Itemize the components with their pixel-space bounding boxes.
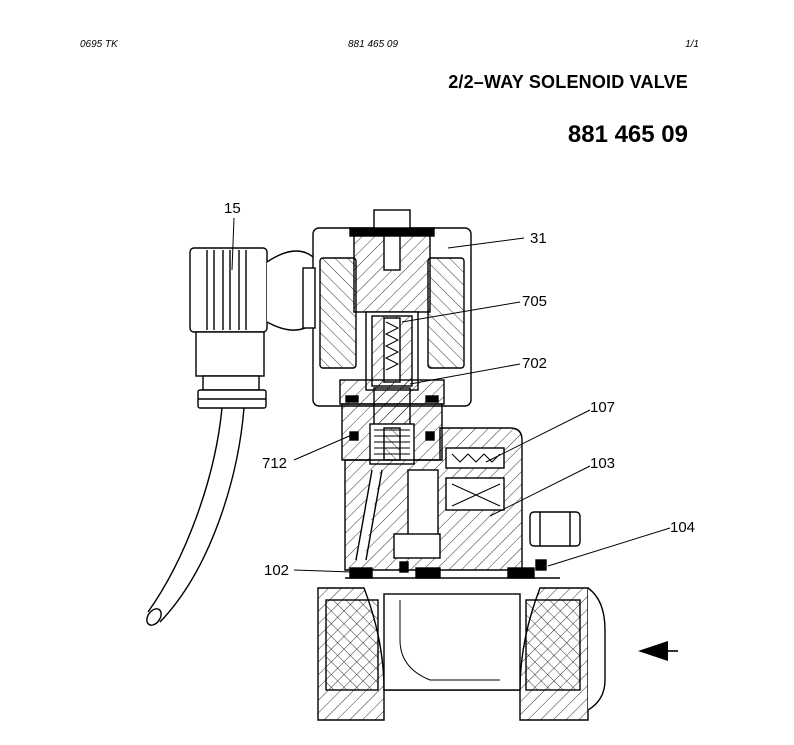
page-title: 2/2–WAY SOLENOID VALVE: [448, 72, 688, 92]
diaphragm-seals: [345, 559, 560, 579]
pilot-section: [341, 403, 443, 465]
callout-102: 102: [264, 562, 289, 579]
flow-direction-arrow: [638, 641, 678, 661]
valve-body: [344, 427, 581, 571]
callout-712: 712: [262, 455, 287, 472]
callout-103: 103: [590, 455, 615, 472]
page-count: 1/1: [685, 39, 699, 50]
doc-code: 0695 TK: [80, 39, 118, 50]
cable: [147, 407, 245, 623]
callout-107: 107: [590, 399, 615, 416]
callout-705: 705: [522, 293, 547, 310]
lower-body: [317, 587, 606, 721]
connector-plug: [189, 247, 319, 409]
doc-number: 881 465 09: [348, 39, 399, 50]
part-number: 881 465 09: [567, 121, 688, 148]
callout-104: 104: [670, 519, 695, 536]
callout-15: 15: [224, 200, 241, 217]
leader-lines: [231, 217, 671, 573]
callout-31: 31: [530, 230, 547, 247]
callout-702: 702: [522, 355, 547, 372]
